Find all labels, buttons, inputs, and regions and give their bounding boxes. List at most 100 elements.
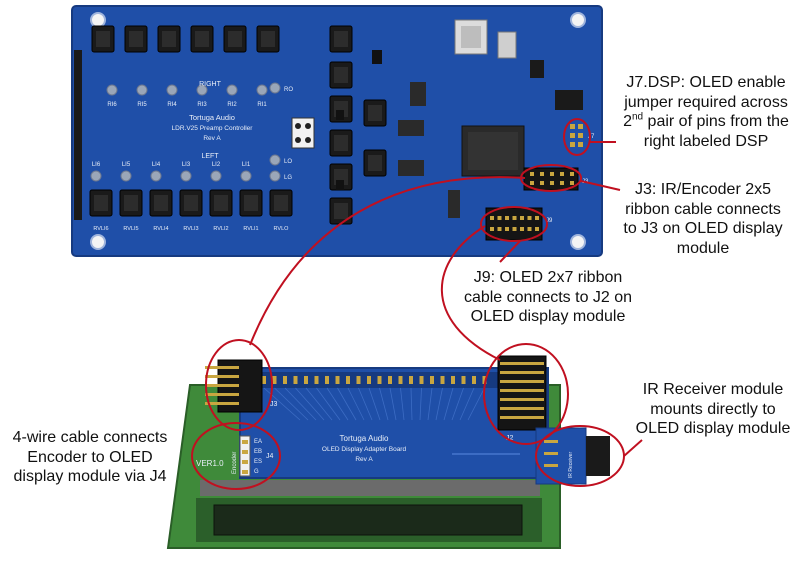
oled-top-pin [272, 376, 277, 384]
j7-pin [578, 124, 583, 129]
j9-pin [505, 227, 509, 231]
oled-version: VER1.0 [196, 459, 224, 468]
oled-j2-pin [500, 407, 526, 410]
j9-callout-line3: OLED display module [470, 308, 626, 325]
oled-j3-pin [219, 384, 239, 387]
right-pad-label: RI3 [197, 102, 207, 108]
side-label-lo: LO [284, 159, 292, 165]
right-pad-label: RI6 [107, 102, 117, 108]
top-relay-top [162, 31, 176, 47]
oled-top-pin [472, 376, 476, 384]
j9-label: J9 [546, 218, 553, 224]
bottom-relay-top [124, 195, 138, 211]
j3-callout-line4: module [676, 239, 730, 257]
oled-trace [389, 387, 397, 421]
middle-relay-top [368, 155, 382, 171]
bottom-relay-top [214, 195, 228, 211]
bottom-relay-label: RVLI2 [213, 226, 228, 232]
encoder-pin [242, 450, 248, 454]
bottom-relay-label: RVLI6 [93, 226, 108, 232]
top-relay-top [195, 31, 209, 47]
side-label-lg: LG [284, 175, 292, 181]
left-pad [90, 170, 102, 182]
main-board-model: LDR.V25 Preamp Controller [172, 125, 254, 132]
top-relay-top [334, 31, 348, 47]
oled-trace [451, 387, 464, 421]
j3-callout-line1: J3: IR/Encoder 2x5 [634, 181, 772, 198]
oled-trace [459, 387, 475, 421]
oled-j2-pin [500, 398, 526, 401]
j7-dsp-header [570, 124, 583, 147]
oled-top-pin [346, 376, 350, 384]
ir-callout-line2: mounts directly to [650, 400, 776, 418]
oled-j3-highlight-ellipse [205, 339, 273, 431]
j7-pin [570, 133, 575, 138]
right-channel-label: RIGHT [199, 81, 222, 88]
oled-trace [427, 387, 433, 421]
left-pad [240, 170, 252, 182]
oled-j4-label: J4 [266, 453, 274, 460]
oled-top-pin [283, 376, 287, 384]
oled-j2-label: J2 [506, 435, 514, 442]
oled-j2-pin [518, 371, 544, 374]
encoder-pin [242, 440, 248, 444]
bottom-relay-top [94, 195, 108, 211]
oled-j2-pin [500, 389, 526, 392]
ir-pin [544, 440, 558, 443]
ir-receiver-label: IR Receiver [568, 452, 574, 478]
encoder-label: Encoder [232, 452, 238, 474]
j7-highlight-ellipse [563, 118, 591, 156]
oled-trace [295, 387, 325, 421]
left-pad-label: LI2 [212, 162, 221, 168]
bottom-relay-top [154, 195, 168, 211]
oled-top-pin [388, 376, 392, 384]
oled-trace [435, 387, 443, 421]
encoder-pin-g: G [254, 469, 259, 475]
oled-j3-pin [205, 375, 225, 378]
j9-pin [520, 216, 524, 220]
j3-pin [530, 181, 534, 185]
oled-j2-highlight-ellipse [483, 343, 569, 445]
j7-callout-ordinal-suffix: nd [631, 111, 644, 123]
j9-pin [490, 216, 494, 220]
oled-j2-header-pins [500, 362, 544, 419]
bottom-relay-label: RVLO [274, 226, 290, 232]
j9-header-pins [490, 216, 539, 231]
left-pad-label: LI6 [92, 162, 101, 168]
ir-callout-line1: IR Receiver module [642, 381, 784, 398]
oled-top-pin [482, 376, 487, 384]
j3-callout-line2: ribbon cable connects [625, 200, 781, 218]
j9-pin [535, 216, 539, 220]
encoder-callout-line3: display module via J4 [13, 468, 167, 485]
oled-j2-pin [500, 380, 526, 383]
j3-pin [570, 172, 574, 176]
j7-callout: J7.DSP: OLED enable jumper required acro… [612, 73, 800, 151]
oled-top-pin [262, 376, 266, 384]
oled-j3-header-pins [205, 366, 239, 405]
bottom-relay-label: RVLI1 [243, 226, 258, 232]
j3-pin [560, 181, 564, 185]
bottom-relay-top [244, 195, 258, 211]
oled-j2-pin [500, 371, 526, 374]
j7-callout-ordinal: 2 [623, 113, 632, 130]
encoder-callout: 4-wire cable connects Encoder to OLED di… [0, 428, 180, 487]
left-pad-label: LI4 [152, 162, 161, 168]
oled-trace [467, 387, 485, 421]
oled-trace [305, 387, 333, 421]
encoder-callout-line1: 4-wire cable connects [12, 429, 168, 446]
j3-callout-line3: to J3 on OLED display [623, 220, 783, 237]
middle-relay-top [368, 105, 382, 121]
middle-relay-top [334, 135, 348, 151]
oled-top-pin-row [262, 376, 487, 421]
j3-callout: J3: IR/Encoder 2x5 ribbon cable connects… [610, 180, 796, 258]
oled-top-pin [325, 376, 329, 384]
encoder-pin-eb: EB [254, 449, 262, 455]
j3-pin [550, 181, 554, 185]
j7-callout-line2: jumper required across [624, 93, 788, 111]
left-channel-label: LEFT [201, 153, 219, 160]
j7-pin [570, 142, 575, 147]
